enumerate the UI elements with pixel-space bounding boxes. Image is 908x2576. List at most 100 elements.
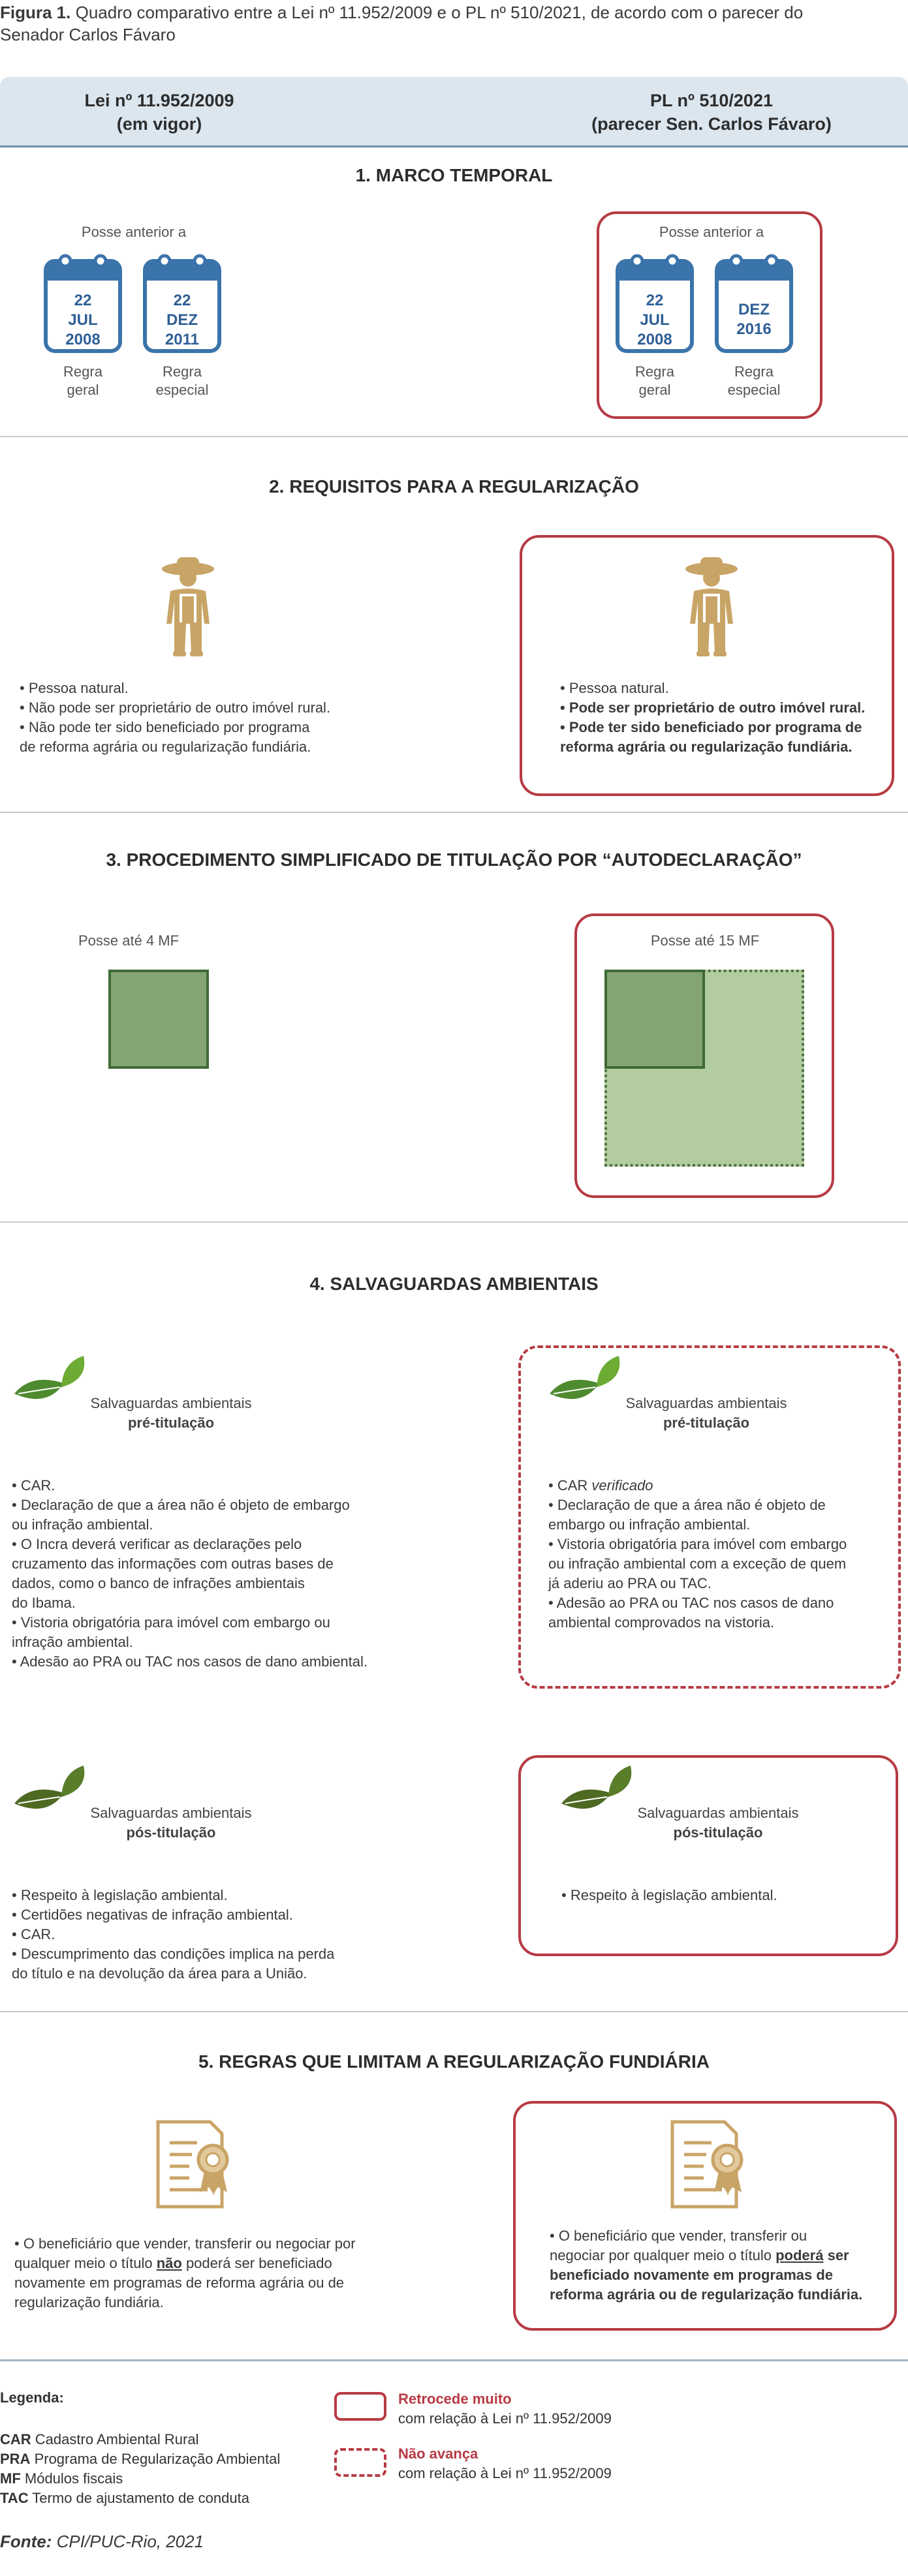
list-item: • Respeito à legislação ambiental. (561, 1887, 777, 1903)
list-item: • Pessoa natural. (560, 680, 669, 696)
s5-left-underlined: não (156, 2255, 182, 2271)
legend-dashed-swatch (334, 2448, 386, 2477)
leaf-label-text: Salvaguardas ambientais (637, 1805, 799, 1821)
calendar-month: DEZ (738, 301, 770, 318)
legend-solid-swatch (334, 2392, 386, 2421)
s3-right-highlight-box (574, 913, 834, 1198)
calendar-year: 2011 (164, 331, 200, 348)
list-item: • Declaração de que a área não é objeto … (548, 1497, 826, 1533)
s4-pre-right-dashed-box (518, 1345, 901, 1689)
list-item: • Respeito à legislação ambiental. (12, 1887, 228, 1903)
calendar-day: 22 (646, 292, 664, 309)
legend-item: PRA Programa de Regularização Ambiental (0, 2449, 339, 2469)
leaf-icon (550, 1356, 620, 1400)
calendar-icon (616, 254, 694, 353)
calendar-month: DEZ (166, 311, 198, 329)
leaf-label: Salvaguardas ambientais pré-titulação (608, 1394, 804, 1433)
legend-abbr: TAC (0, 2490, 29, 2506)
list-item: • Certidões negativas de infração ambien… (12, 1907, 293, 1923)
calendar-label: Regra geral (635, 363, 674, 398)
s4-pre-left-list: • CAR. • Declaração de que a área não é … (12, 1476, 416, 1672)
list-item: • Descumprimento das condições implica n… (12, 1946, 335, 1982)
s5-right-underlined: poderá (775, 2247, 824, 2263)
s5-right-highlight-box (513, 2101, 897, 2331)
legend-dashed-desc: com relação à Lei nº 11.952/2009 (398, 2465, 612, 2481)
divider (0, 436, 908, 437)
s4-pos-right-list: • Respeito à legislação ambiental. (561, 1886, 888, 1905)
calendar-month: JUL (640, 311, 670, 329)
list-item: • Adesão ao PRA ou TAC nos casos de dano… (548, 1595, 834, 1631)
legend-abbr: PRA (0, 2451, 31, 2467)
list-item: • Não pode ser proprietário de outro imó… (20, 699, 331, 716)
s3-left-caption: Posse até 4 MF (78, 932, 180, 949)
s4-pos-left-list: • Respeito à legislação ambiental. • Cer… (12, 1886, 416, 1984)
calendar-icon (143, 254, 221, 353)
calendar-right-2: DEZ 2016 (714, 252, 794, 357)
legend-solid-text: Retrocede muito com relação à Lei nº 11.… (398, 2389, 672, 2429)
legend-desc: Cadastro Ambiental Rural (31, 2431, 199, 2447)
divider (0, 1221, 908, 1223)
section-2-title: 2. REQUISITOS PARA A REGULARIZAÇÃO (269, 476, 639, 497)
leaf-label-bold: pré-titulação (663, 1415, 750, 1431)
list-item: • CAR. (12, 1926, 55, 1942)
list-item: • CAR. (12, 1477, 55, 1494)
car-verified-text: verificado (591, 1477, 653, 1494)
calendar-icon (44, 254, 122, 353)
s5-right-text-a: • O beneficiário que vender, transferir … (550, 2228, 807, 2263)
leaf-label-bold: pré-titulação (127, 1415, 215, 1431)
list-item: • Declaração de que a área não é objeto … (12, 1497, 350, 1533)
section-5-title: 5. REGRAS QUE LIMITAM A REGULARIZAÇÃO FU… (198, 2051, 710, 2072)
leaf-icon (561, 1766, 632, 1809)
legend-abbr: CAR (0, 2431, 31, 2447)
leaf-label-bold: pós-titulação (126, 1824, 216, 1841)
divider (0, 2359, 908, 2361)
figure-title-line1: Quadro comparativo entre a Lei nº 11.952… (75, 3, 804, 22)
s5-left-text: • O beneficiário que vender, transferir … (14, 2234, 419, 2312)
list-item: • Vistoria obrigatória para imóvel com e… (548, 1536, 847, 1591)
s1-right-highlight-box (597, 211, 822, 419)
leaf-icon (14, 1356, 85, 1400)
calendar-day: 22 (74, 292, 92, 309)
farmer-icon (162, 557, 214, 656)
legend-abbr: MF (0, 2470, 21, 2487)
figure-title-line2: Senador Carlos Fávaro (0, 25, 176, 44)
s2-left-list: • Pessoa natural. • Não pode ser proprie… (20, 679, 385, 757)
calendar-year: 2016 (736, 320, 772, 338)
s5-right-text: • O beneficiário que vender, transferir … (550, 2226, 889, 2305)
calendar-label: Regra geral (63, 363, 102, 398)
calendar-label: Regra especial (155, 363, 209, 398)
source-text: CPI/PUC-Rio, 2021 (52, 2532, 204, 2551)
s1-left-caption: Posse anterior a (81, 224, 187, 240)
legend-desc: Termo de ajustamento de conduta (28, 2490, 249, 2506)
leaf-label-text: Salvaguardas ambientais (625, 1395, 787, 1411)
leaf-label: Salvaguardas ambientais pós-titulação (620, 1803, 816, 1843)
column-header: Lei nº 11.952/2009 (em vigor) PL nº 510/… (0, 77, 908, 147)
calendar-left-2: 22 DEZ 2011 (142, 252, 222, 357)
list-item: • Pessoa natural. (20, 680, 129, 696)
legend-dashed-title: Não avança (398, 2446, 478, 2462)
leaf-label-text: Salvaguardas ambientais (90, 1805, 252, 1821)
source-line: Fonte: CPI/PUC-Rio, 2021 (0, 2532, 204, 2552)
list-item: • CAR verificado (548, 1476, 894, 1495)
header-right: PL nº 510/2021 (parecer Sen. Carlos Fáva… (591, 91, 832, 134)
legend-solid-desc: com relação à Lei nº 11.952/2009 (398, 2410, 612, 2427)
legend-desc: Módulos fiscais (20, 2470, 123, 2487)
area-4mf-square (108, 970, 209, 1069)
certificate-icon (156, 2120, 229, 2209)
calendar-label: Regra especial (727, 363, 781, 398)
section-1-title: 1. MARCO TEMPORAL (355, 165, 553, 185)
legend-solid-title: Retrocede muito (398, 2391, 512, 2407)
legend-item: MF Módulos fiscais (0, 2469, 339, 2489)
leaf-label-bold: pós-titulação (673, 1824, 763, 1841)
legend-title: Legenda: (0, 2388, 64, 2408)
leaf-label-text: Salvaguardas ambientais (90, 1395, 252, 1411)
s1-right-caption: Posse anterior a (659, 224, 764, 240)
s5-left-text-b: poderá ser beneficiado novamente em prog… (14, 2255, 345, 2310)
s2-right-list: • Pessoa natural. • Pode ser proprietári… (560, 679, 886, 757)
calendar-year: 2008 (637, 331, 672, 348)
divider (0, 2011, 908, 2012)
calendar-day: 22 (173, 292, 191, 309)
leaf-label: Salvaguardas ambientais pós-titulação (73, 1803, 269, 1843)
legend-item: CAR Cadastro Ambiental Rural (0, 2430, 339, 2449)
s3-right-caption: Posse até 15 MF (650, 932, 760, 949)
